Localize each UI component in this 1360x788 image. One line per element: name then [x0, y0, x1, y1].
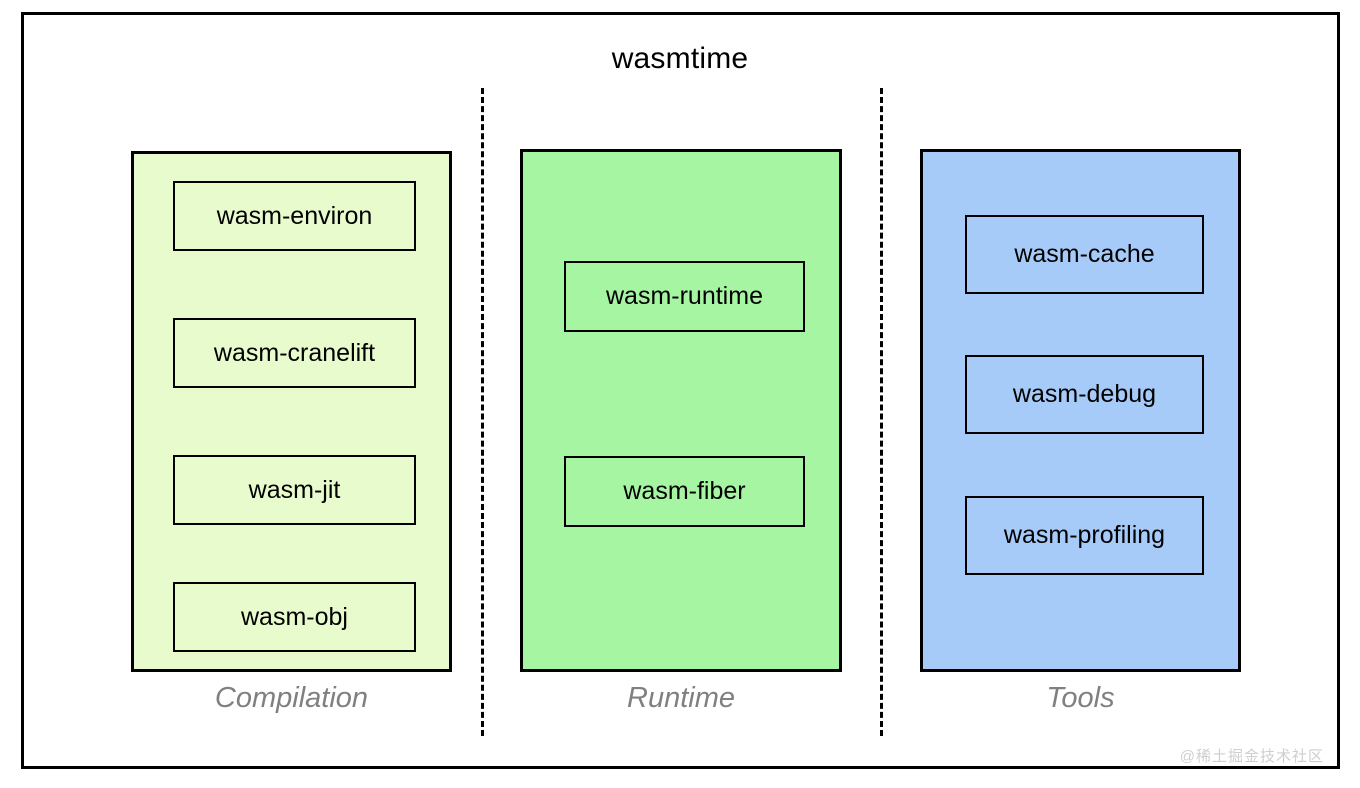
module-label: wasm-cache: [1014, 240, 1155, 268]
column-divider-right: [880, 88, 883, 736]
page-title: wasmtime: [611, 42, 749, 75]
module-label: wasm-profiling: [1003, 521, 1166, 549]
module-label: wasm-cranelift: [213, 338, 376, 367]
column-divider-left: [481, 88, 484, 736]
module-label: wasm-debug: [1012, 380, 1157, 408]
group-compilation: wasm-environ wasm-cranelift wasm-jit wasm-o…: [131, 151, 452, 672]
module-box-wasm-obj[interactable]: wasm-obj: [173, 582, 416, 652]
module-box-wasm-profiling[interactable]: wasm-profiling: [965, 496, 1204, 575]
module-label: wasm-fiber: [623, 477, 746, 505]
group-caption-compilation: Compilation: [214, 682, 369, 714]
module-label: wasm-environ: [216, 201, 373, 230]
group-compilation-body: wasm-environ wasm-cranelift wasm-jit wasm-o…: [134, 154, 449, 669]
module-box-wasm-runtime[interactable]: wasm-runtime: [564, 261, 805, 332]
group-caption-tools: Tools: [1046, 682, 1115, 714]
module-box-wasm-fiber[interactable]: wasm-fiber: [564, 456, 805, 527]
group-runtime-body: wasm-runtime wasm-fiber: [523, 152, 839, 669]
module-label: wasm-jit: [248, 475, 341, 504]
module-box-wasm-cranelift[interactable]: wasm-cranelift: [173, 318, 416, 388]
watermark: @稀土掘金技术社区: [1179, 748, 1324, 765]
module-label: wasm-runtime: [606, 282, 763, 310]
group-tools: wasm-cache wasm-debug wasm-profiling: [920, 149, 1241, 672]
module-label: wasm-obj: [241, 602, 348, 631]
group-runtime: wasm-runtime wasm-fiber: [520, 149, 842, 672]
group-caption-runtime: Runtime: [627, 682, 735, 714]
module-box-wasm-cache[interactable]: wasm-cache: [965, 215, 1204, 294]
module-box-wasm-environ[interactable]: wasm-environ: [173, 181, 416, 251]
module-box-wasm-debug[interactable]: wasm-debug: [965, 355, 1204, 434]
group-tools-body: wasm-cache wasm-debug wasm-profiling: [923, 152, 1238, 669]
module-box-wasm-jit[interactable]: wasm-jit: [173, 455, 416, 525]
